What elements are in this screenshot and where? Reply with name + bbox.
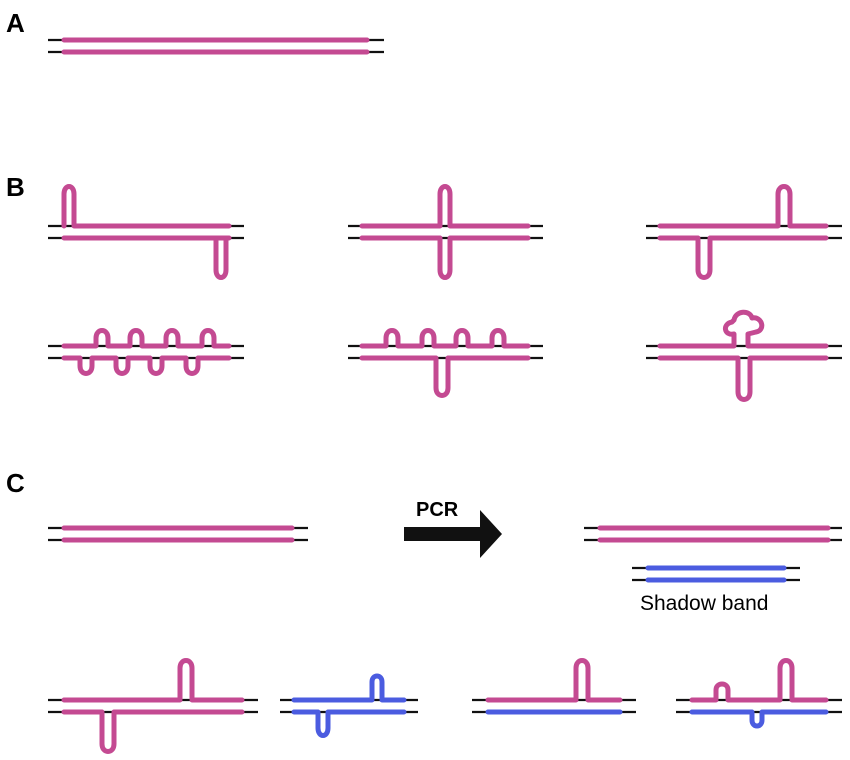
panel-c-bottom-duplex-4 (676, 658, 842, 729)
pcr-arrow (404, 510, 502, 558)
panel-b-duplex-2 (348, 184, 543, 280)
panel-b-duplex-1 (48, 184, 244, 280)
panel-b-duplex-3 (646, 184, 842, 280)
panel-c-template-duplex (48, 525, 308, 543)
panel-c-product-duplex (584, 525, 842, 543)
panel-b-duplex-4 (48, 328, 244, 376)
panel-b-duplex-5 (348, 328, 543, 398)
panel-label-b: B (6, 172, 25, 202)
panel-label-c: C (6, 468, 25, 498)
shadow-band-duplex (632, 565, 800, 583)
panel-b-duplex-6 (646, 309, 842, 402)
panel-c-bottom-duplex-2 (280, 673, 418, 738)
shadow-band-caption: Shadow band (640, 592, 768, 615)
panel-label-a: A (6, 8, 25, 38)
pcr-label: PCR (416, 499, 459, 521)
panel-a-perfect-duplex (48, 37, 384, 55)
panel-c-bottom-duplex-3 (472, 658, 636, 715)
panel-c-bottom-duplex-1 (48, 658, 258, 754)
